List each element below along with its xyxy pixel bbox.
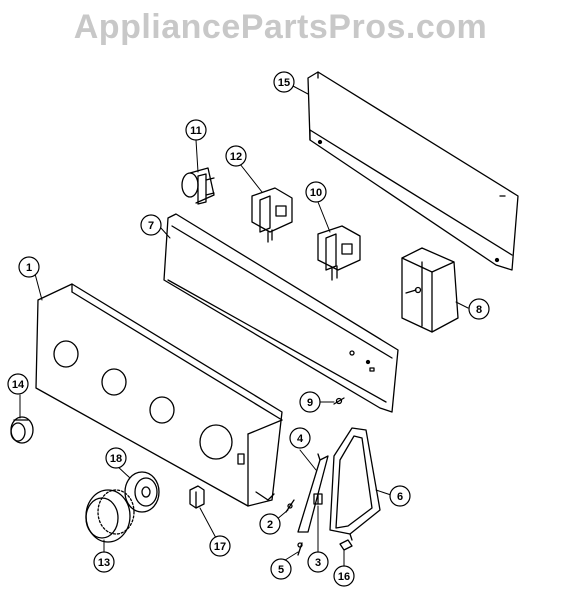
callout-17: 17 [209, 535, 231, 557]
callout-4: 4 [289, 427, 311, 449]
callout-14: 14 [7, 373, 29, 395]
watermark-text: AppliancePartsPros.com [73, 8, 488, 46]
callout-7: 7 [140, 214, 162, 236]
callout-15: 15 [273, 71, 295, 93]
part-16-clip [339, 539, 353, 551]
callout-3: 3 [307, 551, 329, 573]
svg-text:8: 8 [476, 304, 482, 316]
svg-text:9: 9 [307, 397, 313, 409]
svg-text:1: 1 [26, 262, 32, 274]
callout-18: 18 [105, 447, 127, 469]
part-15-rear-panel [307, 71, 519, 271]
part-1-front-panel [35, 283, 283, 507]
part-7-panel-backing [163, 213, 399, 413]
part-4-trim-strip [297, 453, 329, 533]
part-17-clip [189, 485, 205, 509]
callout-13: 13 [93, 551, 115, 573]
callout-12: 12 [225, 145, 247, 167]
part-11-switch [181, 167, 215, 205]
callouts: 15 11 12 10 7 1 8 9 14 4 6 18 2 13 17 3 … [7, 71, 490, 587]
part-10-switch [317, 225, 361, 281]
svg-text:5: 5 [278, 564, 284, 576]
svg-text:17: 17 [214, 541, 226, 553]
callout-9: 9 [299, 391, 321, 413]
part-5-screw [297, 542, 303, 556]
svg-text:2: 2 [267, 519, 273, 531]
callout-1: 1 [18, 256, 40, 278]
part-18-knob-ring [124, 471, 160, 513]
svg-text:7: 7 [148, 220, 154, 232]
svg-text:11: 11 [190, 125, 202, 137]
part-13-large-knob [85, 489, 135, 543]
callout-8: 8 [468, 298, 490, 320]
svg-text:14: 14 [12, 379, 25, 391]
callout-2: 2 [259, 513, 281, 535]
part-8-timer [401, 247, 459, 333]
svg-text:16: 16 [338, 571, 350, 583]
part-3-clip [313, 493, 323, 505]
svg-text:3: 3 [315, 557, 321, 569]
callout-6: 6 [389, 485, 411, 507]
leader-lines [19, 85, 469, 567]
part-12-switch [251, 187, 293, 243]
svg-text:10: 10 [310, 187, 322, 199]
svg-text:4: 4 [297, 433, 304, 445]
svg-text:13: 13 [98, 557, 110, 569]
callout-10: 10 [305, 181, 327, 203]
part-14-knob [10, 416, 34, 444]
part-6-end-cap [329, 427, 381, 541]
svg-text:12: 12 [230, 151, 242, 163]
part-9-screw [333, 397, 345, 405]
svg-text:15: 15 [278, 77, 290, 89]
callout-11: 11 [185, 119, 207, 141]
svg-text:6: 6 [397, 491, 403, 503]
callout-16: 16 [333, 565, 355, 587]
svg-text:18: 18 [110, 453, 122, 465]
callout-5: 5 [270, 558, 292, 580]
